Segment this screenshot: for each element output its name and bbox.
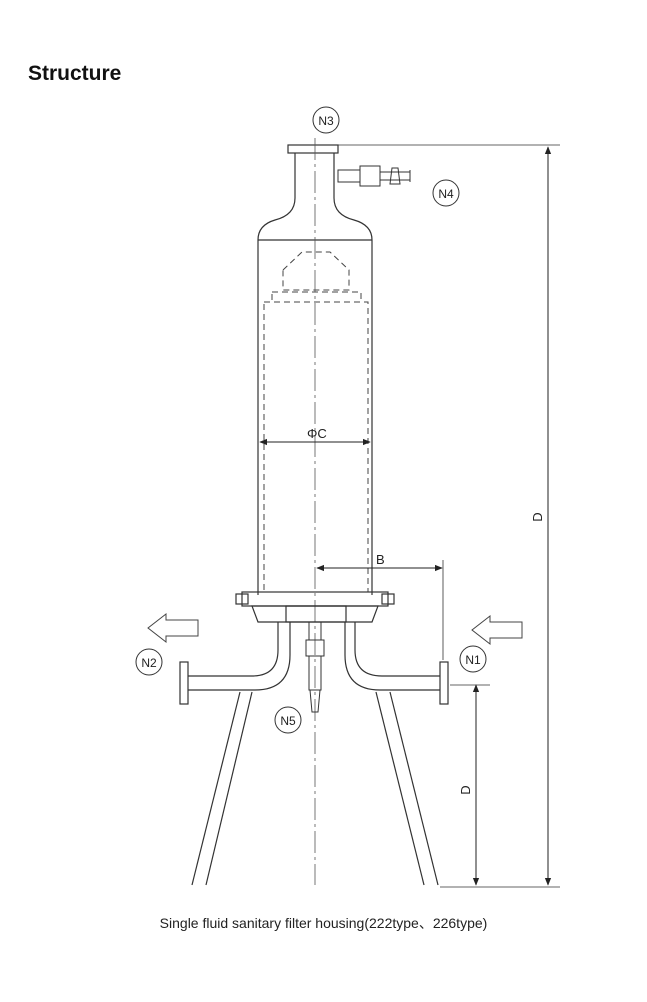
nozzle-label-n1: N1 xyxy=(459,645,487,673)
filter-cartridge xyxy=(263,251,369,593)
base-clamp xyxy=(235,591,395,623)
inlet-arrow-icon xyxy=(471,614,523,646)
dimension-d-leg: D xyxy=(440,684,560,888)
dimension-b: B xyxy=(316,552,444,660)
n4-text: N4 xyxy=(438,187,454,201)
n3-text: N3 xyxy=(318,114,334,128)
drain-valve xyxy=(305,621,325,713)
nozzle-label-n4: N4 xyxy=(432,179,460,207)
n2-text: N2 xyxy=(141,656,157,670)
support-legs xyxy=(191,691,439,886)
d-leg-text: D xyxy=(458,785,473,794)
d-overall-text: D xyxy=(530,512,545,521)
page-title: Structure xyxy=(28,62,122,85)
dimension-d-overall: D xyxy=(338,144,560,886)
n5-text: N5 xyxy=(280,714,296,728)
outlet-pipe xyxy=(179,622,291,705)
dimension-phi-c: ΦC xyxy=(259,426,371,446)
top-neck xyxy=(257,144,373,241)
nozzle-label-n5: N5 xyxy=(274,706,302,734)
nozzle-label-n2: N2 xyxy=(135,648,163,676)
vent-valve xyxy=(337,165,411,187)
b-text: B xyxy=(376,552,385,567)
diagram-caption: Single fluid sanitary filter housing(222… xyxy=(159,915,488,931)
inlet-pipe xyxy=(344,622,449,705)
nozzle-label-n3: N3 xyxy=(312,106,340,134)
phi-c-text: ΦC xyxy=(307,426,327,441)
n1-text: N1 xyxy=(465,653,481,667)
outlet-arrow-icon xyxy=(147,612,199,644)
